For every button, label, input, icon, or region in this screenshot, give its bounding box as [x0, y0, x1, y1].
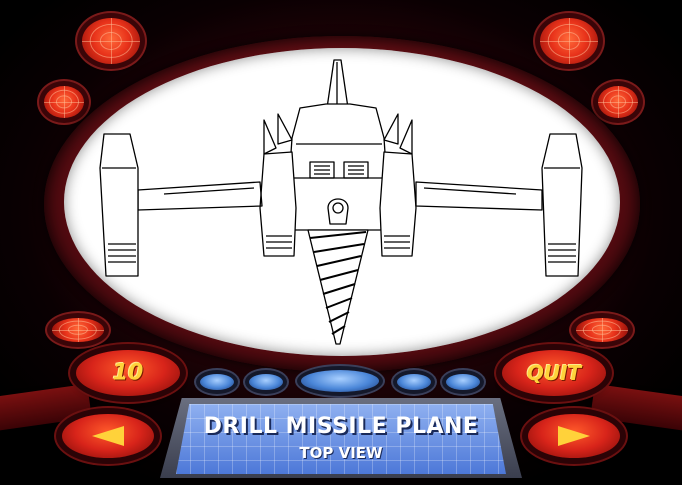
quit-button[interactable]: QUIT [502, 350, 606, 396]
arrow-left-icon [92, 426, 124, 446]
vehicle-name: DRILL MISSILE PLANE [203, 414, 479, 439]
blue-button-4[interactable] [446, 374, 480, 390]
upper-right-radar-lamp [598, 86, 638, 118]
count-button[interactable]: 10 [76, 350, 180, 396]
blue-button-center[interactable] [301, 370, 379, 392]
previous-button[interactable] [62, 414, 154, 458]
blue-button-1[interactable] [200, 374, 234, 390]
top-right-radar-lamp [540, 18, 598, 64]
quit-button-label: QUIT [526, 361, 582, 385]
arrow-right-icon [558, 426, 590, 446]
lower-right-radar-lamp [576, 318, 628, 342]
blue-button-2[interactable] [249, 374, 283, 390]
next-button[interactable] [528, 414, 620, 458]
info-panel: DRILL MISSILE PLANE TOP VIEW [176, 404, 506, 474]
lower-left-radar-lamp [52, 318, 104, 342]
drill-missile-plane-drawing [99, 59, 583, 345]
upper-left-radar-lamp [44, 86, 84, 118]
blueprint-viewer [64, 48, 620, 356]
top-left-radar-lamp [82, 18, 140, 64]
view-label: TOP VIEW [299, 444, 383, 462]
blue-button-3[interactable] [397, 374, 431, 390]
count-button-label: 10 [112, 360, 144, 386]
